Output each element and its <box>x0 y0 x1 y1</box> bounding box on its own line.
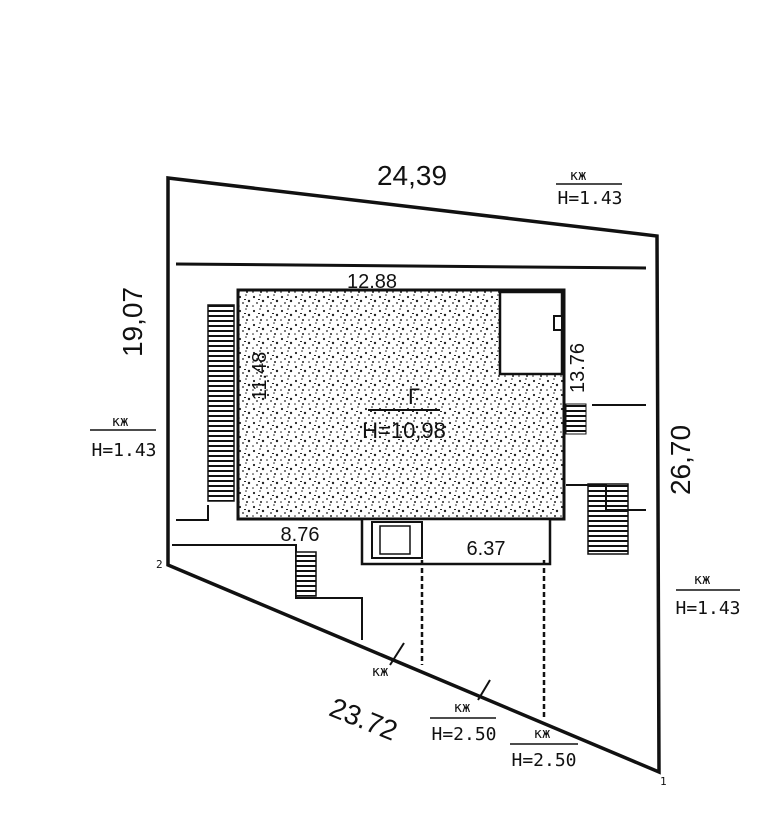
svg-text:кж: кж <box>694 572 711 588</box>
fence-west <box>176 505 209 521</box>
svg-text:кж: кж <box>454 700 471 716</box>
building-letter: Г <box>408 384 420 409</box>
svg-text:кж: кж <box>534 726 551 742</box>
dim-south-right: 6.37 <box>467 538 506 560</box>
dim-bottom: 23.72 <box>325 692 402 747</box>
marker-south-2: кж Н=2.50 <box>510 726 578 771</box>
marker-top: кж Н=1.43 <box>556 168 623 209</box>
svg-text:кж: кж <box>570 168 587 184</box>
small-shed <box>295 551 317 597</box>
svg-text:кж: кж <box>372 664 389 680</box>
svg-text:кж: кж <box>112 414 129 430</box>
east-small-stairs <box>565 403 587 435</box>
extension-porch <box>371 521 423 559</box>
boundary-tick-1 <box>389 642 405 666</box>
svg-text:Н=2.50: Н=2.50 <box>431 724 496 745</box>
dim-south-left: 8.76 <box>281 524 320 546</box>
marker-south-3: кж <box>372 664 389 680</box>
marker-left: кж Н=1.43 <box>90 414 157 461</box>
fence-southwest <box>172 544 363 640</box>
building-height-label: Н=10,98 <box>362 418 446 443</box>
corner-label-1: 1 <box>660 775 667 788</box>
extension-porch-inner <box>379 525 411 555</box>
boundary-tick-2 <box>477 679 491 701</box>
svg-text:Н=1.43: Н=1.43 <box>557 188 622 209</box>
annex-notch <box>553 315 563 331</box>
west-stairs <box>207 304 235 502</box>
marker-south-1: кж Н=2.50 <box>430 700 497 745</box>
east-stairs <box>587 483 629 555</box>
svg-text:Н=2.50: Н=2.50 <box>511 750 576 771</box>
dim-right: 26,70 <box>665 425 696 495</box>
dim-building-width: 12.88 <box>347 271 397 293</box>
fence-line <box>175 262 647 270</box>
building-annex <box>498 290 564 376</box>
marker-right: кж Н=1.43 <box>675 572 740 619</box>
dim-top: 24,39 <box>377 160 447 191</box>
fence-east-lower <box>566 484 646 511</box>
dim-east-side: 13.76 <box>567 343 589 393</box>
corner-label-2: 2 <box>156 558 163 571</box>
plot-boundary <box>166 176 661 775</box>
dim-left: 19,07 <box>117 287 148 357</box>
dim-building-height: 11.48 <box>249 352 271 401</box>
svg-text:Н=1.43: Н=1.43 <box>91 440 156 461</box>
svg-text:Н=1.43: Н=1.43 <box>675 598 740 619</box>
